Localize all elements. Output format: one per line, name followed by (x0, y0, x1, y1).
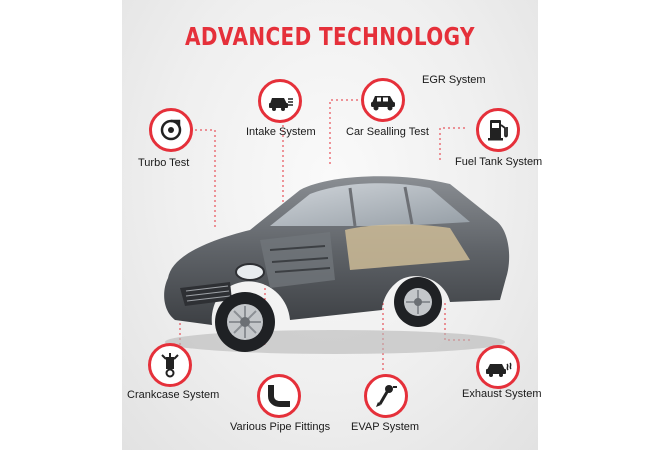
page-title: ADVANCED TECHNOLOGY (185, 22, 475, 51)
exhaust-system-label: Exhaust System (462, 388, 542, 400)
fuel-pump-icon (476, 108, 520, 152)
pipe-fittings-icon (257, 374, 301, 418)
turbo-icon (149, 108, 193, 152)
egr-system-label: EGR System (422, 74, 486, 86)
crankcase-system-label: Crankcase System (127, 389, 220, 401)
exhaust-icon (476, 345, 520, 389)
car-sealing-test-label: Car Sealling Test (346, 126, 429, 138)
evap-icon (364, 374, 408, 418)
crankcase-icon (148, 343, 192, 387)
fuel-tank-system-label: Fuel Tank System (455, 156, 543, 168)
car-sealing-icon (361, 78, 405, 122)
intake-system-label: Intake System (246, 126, 316, 138)
turbo-test-label: Turbo Test (138, 157, 190, 169)
evap-system-label: EVAP System (351, 421, 420, 433)
various-pipe-fittings-label: Various Pipe Fittings (230, 421, 331, 433)
car-illustration (164, 176, 510, 354)
intake-icon (258, 79, 302, 123)
